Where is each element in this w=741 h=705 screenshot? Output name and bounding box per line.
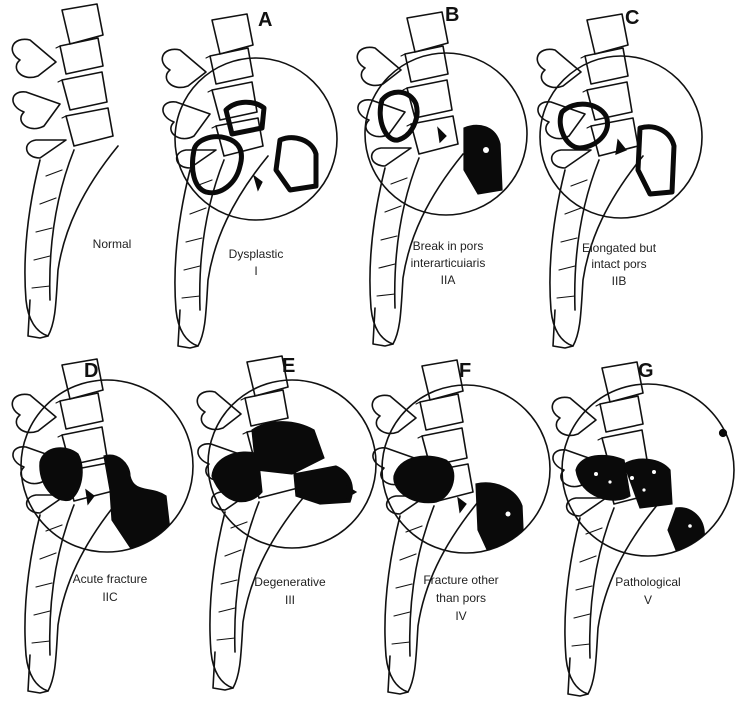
panel-letter-c: C: [625, 7, 639, 29]
lesion-b: [377, 89, 503, 195]
caption-g-line2: V: [644, 593, 652, 607]
panel-a: A Dysplastic I: [161, 9, 338, 349]
caption-e-line2: III: [285, 593, 295, 607]
caption-b-line3: IIA: [441, 273, 456, 287]
caption-d-line1: Acute fracture: [73, 572, 148, 586]
panel-letter-g: G: [638, 360, 654, 382]
spine-drawing-a: [161, 13, 269, 349]
spine-drawing-g: [551, 361, 659, 697]
caption-g-line1: Pathological: [615, 575, 680, 589]
caption-f-line1: Fracture other: [423, 573, 498, 587]
lesion-e: [211, 421, 358, 505]
caption-c-line1: Elongated but: [582, 241, 657, 255]
spine-drawing-d: [11, 358, 119, 694]
panel-f: F Fracture other than pors IV: [371, 359, 551, 695]
caption-f-line3: IV: [455, 609, 466, 623]
caption-normal: Normal: [93, 237, 132, 251]
panel-b: B Break in pors interarticuiaris IIA: [356, 4, 528, 347]
panel-letter-f: F: [459, 360, 471, 382]
lesion-f: [393, 455, 525, 553]
spine-drawing-normal: [11, 3, 119, 339]
panel-normal: Normal: [11, 3, 132, 339]
panel-d: D Acute fracture IIC: [11, 358, 194, 694]
caption-b-line2: interarticuiaris: [411, 256, 486, 270]
caption-e-line1: Degenerative: [254, 575, 326, 589]
lesion-a: [190, 99, 319, 196]
magnifier-circle-c: [539, 55, 703, 219]
lesion-dot-g: [718, 428, 728, 438]
magnifier-circle-d: [20, 379, 194, 553]
lesion-d: [39, 447, 173, 552]
spine-drawing-e: [196, 355, 304, 691]
caption-d-line2: IIC: [102, 590, 118, 604]
caption-c-line3: IIB: [612, 274, 627, 288]
caption-c-line2: intact pors: [591, 257, 646, 271]
magnifier-circle-f: [381, 384, 551, 554]
lesion-g: [575, 454, 707, 556]
magnifier-circle-g: [561, 383, 735, 557]
caption-f-line2: than pors: [436, 591, 486, 605]
panel-letter-b: B: [445, 4, 459, 26]
caption-a-line1: Dysplastic: [229, 247, 284, 261]
caption-a-line2: I: [254, 264, 257, 278]
magnifier-circle-b: [364, 52, 528, 216]
magnifier-circle-a: [174, 57, 338, 221]
panel-letter-a: A: [258, 9, 272, 31]
panel-g: G Pathological V: [551, 360, 735, 697]
panel-e: E Degenerative III: [196, 355, 377, 691]
caption-b-line1: Break in pors: [413, 239, 484, 253]
lesion-c: [557, 101, 677, 197]
panel-letter-d: D: [84, 360, 98, 382]
panel-c: C Elongated but intact pors IIB: [536, 7, 703, 349]
spine-drawing-f: [371, 359, 479, 695]
